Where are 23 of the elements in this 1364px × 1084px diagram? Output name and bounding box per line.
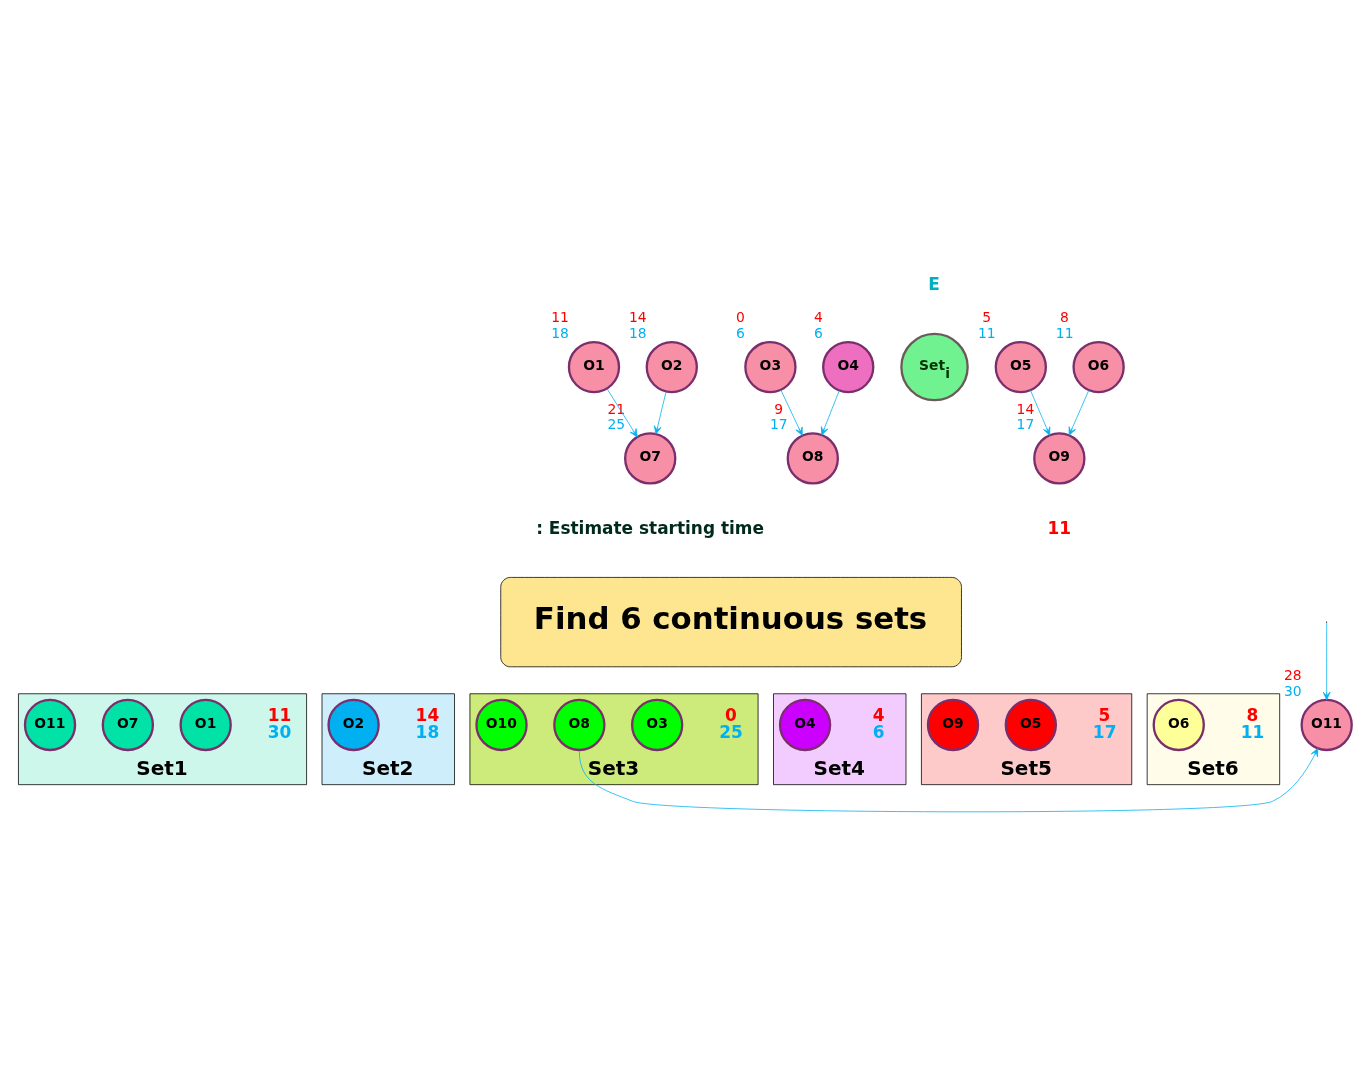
- node-label: 5: [982, 308, 992, 325]
- node-label: 21: [607, 400, 626, 417]
- node-label: 9: [774, 400, 784, 417]
- node-label: 8: [1060, 308, 1069, 325]
- node-label: 0: [736, 308, 745, 325]
- label: 11: [1047, 517, 1071, 538]
- node-label: 25: [607, 415, 626, 432]
- node-label: 14: [629, 308, 647, 325]
- node-label: 18: [629, 324, 647, 341]
- node-label: 11: [1055, 324, 1074, 341]
- label: E: [928, 273, 940, 294]
- node-label: 6: [813, 324, 823, 341]
- label: : Estimate starting time: [536, 517, 764, 538]
- node-label: 18: [551, 324, 569, 341]
- node-label: 4: [813, 308, 823, 325]
- node-label: 30: [1283, 682, 1302, 699]
- node-label: 17: [1016, 415, 1035, 432]
- node-label: 28: [1283, 666, 1302, 683]
- node-label: 14: [1016, 400, 1035, 417]
- node-label: 11: [551, 308, 569, 325]
- node-label: 17: [770, 415, 788, 432]
- node-label: 11: [978, 324, 996, 341]
- node-label: 6: [736, 324, 745, 341]
